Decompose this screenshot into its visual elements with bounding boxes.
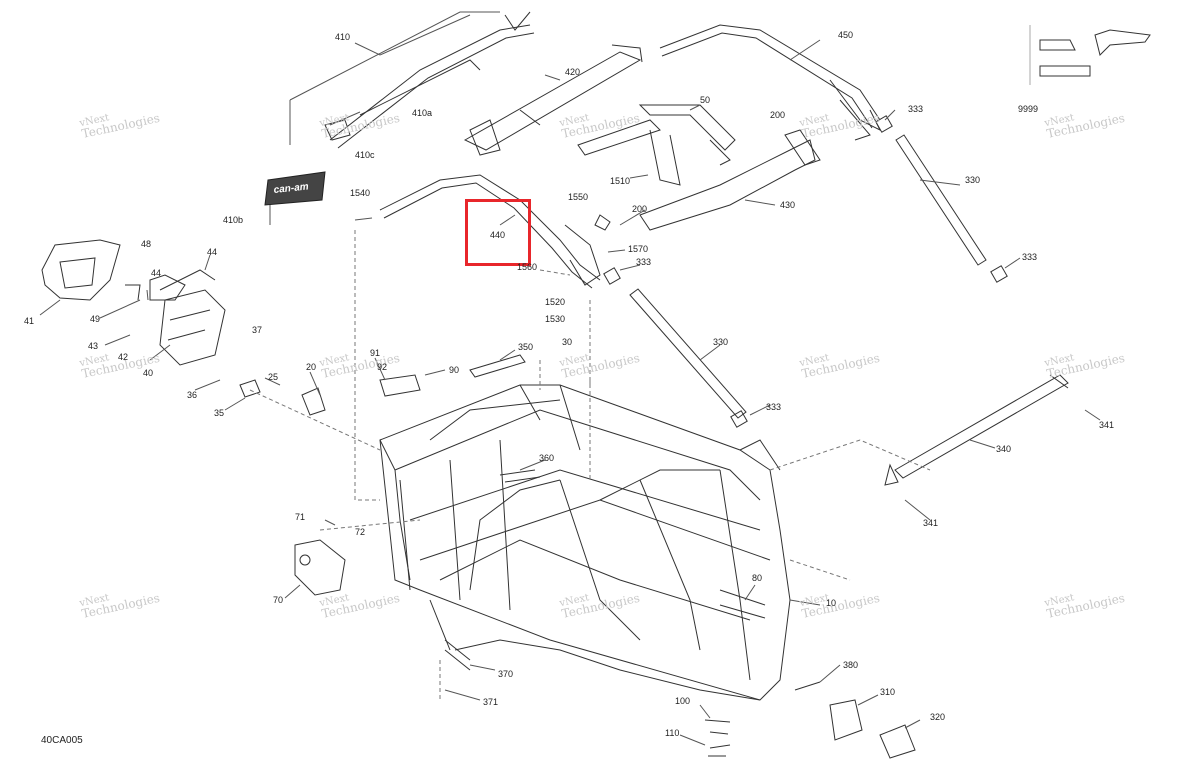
part-label[interactable]: 71 [295, 512, 306, 522]
part-label[interactable]: 320 [930, 712, 946, 722]
part-label[interactable]: 410b [223, 215, 244, 225]
part-label[interactable]: 420 [565, 67, 581, 77]
part-label[interactable]: 30 [562, 337, 573, 347]
part-label[interactable]: 440 [490, 230, 506, 240]
part-label[interactable]: 40 [143, 368, 154, 378]
figure-code: 40CA005 [41, 735, 83, 746]
part-label[interactable]: 380 [843, 660, 859, 670]
part-label[interactable]: 43 [88, 341, 99, 351]
part-label[interactable]: 430 [780, 200, 796, 210]
part-410-roof-bar [290, 12, 534, 148]
part-label[interactable]: 1560 [517, 262, 538, 272]
part-label[interactable]: 341 [923, 518, 939, 528]
part-label[interactable]: 330 [965, 175, 981, 185]
part-label[interactable]: 20 [306, 362, 317, 372]
part-label[interactable]: 1550 [568, 192, 589, 202]
part-label[interactable]: 9999 [1018, 104, 1039, 114]
part-label[interactable]: 1570 [628, 244, 649, 254]
part-340-bar [885, 375, 1068, 485]
part-label[interactable]: 310 [880, 687, 896, 697]
main-frame [380, 385, 790, 700]
part-40-bracket [160, 270, 225, 365]
part-label[interactable]: 200 [770, 110, 786, 120]
part-label[interactable]: 333 [766, 402, 782, 412]
part-label[interactable]: 80 [752, 573, 763, 583]
part-label[interactable]: 72 [355, 527, 366, 537]
part-label[interactable]: 330 [713, 337, 729, 347]
part-label[interactable]: 91 [370, 348, 381, 358]
highlight-box [465, 199, 531, 266]
part-label[interactable]: 92 [377, 362, 388, 372]
part-label[interactable]: 350 [518, 342, 534, 352]
part-label[interactable]: 340 [996, 444, 1012, 454]
part-label[interactable]: 49 [90, 314, 101, 324]
part-label[interactable]: 333 [1022, 252, 1038, 262]
part-label[interactable]: 110 [665, 728, 680, 738]
part-420-bar [465, 45, 642, 155]
part-label[interactable]: 370 [498, 669, 514, 679]
part-label[interactable]: 44 [151, 268, 162, 278]
part-430-bar [640, 130, 820, 230]
part-label[interactable]: 410 [335, 32, 351, 42]
part-70-bracket [295, 540, 345, 595]
part-label[interactable]: 100 [675, 696, 691, 706]
part-label[interactable]: 1530 [545, 314, 566, 324]
part-label[interactable]: 35 [214, 408, 225, 418]
part-label[interactable]: 41 [24, 316, 35, 326]
part-label[interactable]: 333 [908, 104, 924, 114]
part-label[interactable]: 44 [207, 247, 218, 257]
part-label[interactable]: 200 [632, 204, 648, 214]
part-label[interactable]: 341 [1099, 420, 1115, 430]
part-label[interactable]: 360 [539, 453, 555, 463]
part-label[interactable]: 48 [141, 239, 152, 249]
part-label[interactable]: 42 [118, 352, 129, 362]
part-label[interactable]: 1510 [610, 176, 631, 186]
part-41-guard [42, 240, 120, 300]
svg-text:can-am: can-am [273, 181, 309, 196]
can-am-logo: can-am [265, 172, 325, 205]
part-450-roll-bar [660, 25, 880, 140]
part-label[interactable]: 333 [636, 257, 652, 267]
part-label[interactable]: 25 [268, 372, 279, 382]
small-parts [125, 25, 1150, 758]
part-330-rods [604, 116, 1007, 427]
part-label[interactable]: 36 [187, 390, 198, 400]
guide-lines [250, 230, 930, 700]
part-label[interactable]: 371 [483, 697, 499, 707]
part-label[interactable]: 410c [355, 150, 375, 160]
part-label[interactable]: 70 [273, 595, 284, 605]
part-label[interactable]: 1540 [350, 188, 371, 198]
part-label[interactable]: 37 [252, 325, 263, 335]
part-label[interactable]: 1520 [545, 297, 566, 307]
part-label[interactable]: 450 [838, 30, 854, 40]
part-label[interactable]: 410a [412, 108, 433, 118]
part-label[interactable]: 90 [449, 365, 460, 375]
part-label[interactable]: 50 [700, 95, 711, 105]
part-label[interactable]: 10 [826, 598, 837, 608]
